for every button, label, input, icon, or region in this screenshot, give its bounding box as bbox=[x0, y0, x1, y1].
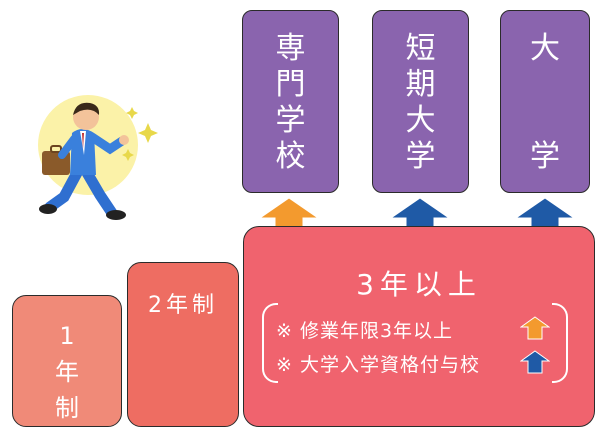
destination-vocational-school: 専 門 学 校 bbox=[242, 10, 339, 193]
destination-char: 大 bbox=[530, 31, 560, 66]
destination-char: 短 bbox=[405, 31, 436, 66]
note-university-qualification: ※ 大学入学資格付与校 bbox=[276, 354, 480, 376]
destination-junior-college: 短 期 大 学 bbox=[372, 10, 469, 193]
orange-up-arrow-icon bbox=[520, 316, 550, 340]
destination-char: 学 bbox=[405, 139, 436, 174]
note-vocational-requirement: ※ 修業年限3年以上 bbox=[276, 320, 454, 342]
destination-char: 専 bbox=[275, 31, 306, 66]
step-one-year: 1 年 制 bbox=[12, 295, 122, 427]
step-two-year: 2年制 bbox=[127, 262, 239, 427]
destination-char: 校 bbox=[275, 139, 306, 174]
blue-up-arrow-icon bbox=[514, 197, 576, 240]
destination-char: 学 bbox=[530, 139, 560, 174]
note-bracket-right bbox=[552, 303, 568, 383]
destination-char: 門 bbox=[275, 67, 306, 102]
step-three-year-label: 3年以上 bbox=[356, 268, 482, 301]
step-two-year-label: 2年制 bbox=[148, 293, 218, 318]
destination-char: 学 bbox=[275, 103, 306, 138]
step-one-year-char: 1 bbox=[59, 322, 75, 350]
blue-up-arrow-icon bbox=[520, 350, 550, 374]
destination-university: 大 学 bbox=[500, 10, 590, 193]
destination-char: 期 bbox=[405, 67, 436, 102]
orange-up-arrow-icon bbox=[258, 197, 320, 240]
destination-char: 大 bbox=[405, 103, 436, 138]
step-one-year-char: 制 bbox=[55, 394, 79, 422]
note-bracket-left bbox=[262, 303, 278, 383]
walking-businessman-icon bbox=[38, 95, 158, 220]
step-one-year-char: 年 bbox=[55, 358, 79, 386]
blue-up-arrow-icon bbox=[389, 197, 451, 240]
